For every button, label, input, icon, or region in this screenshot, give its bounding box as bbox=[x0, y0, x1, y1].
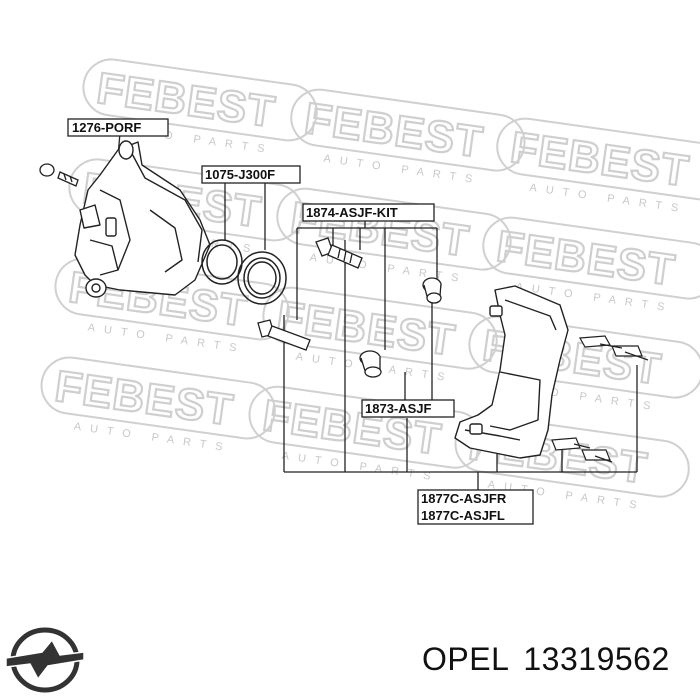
svg-text:1877C-ASJFL: 1877C-ASJFL bbox=[421, 508, 505, 523]
svg-text:1877C-ASJFR: 1877C-ASJFR bbox=[421, 491, 507, 506]
part-label-seal-kit: 1075-J300F bbox=[201, 165, 301, 184]
part-label-boot: 1873-ASJF bbox=[361, 399, 455, 418]
svg-text:1873-ASJF: 1873-ASJF bbox=[365, 401, 432, 416]
caliper-bracket-drawing bbox=[454, 285, 569, 459]
part-number: 13319562 bbox=[523, 641, 670, 677]
watermark: FEBEST AUTO PARTS bbox=[290, 88, 526, 187]
piston-seal-rings-drawing bbox=[201, 239, 287, 305]
watermark: FEBEST AUTO PARTS bbox=[496, 117, 700, 216]
bleeder-screw-drawing bbox=[39, 163, 79, 187]
watermark: FEBEST AUTO PARTS bbox=[82, 58, 318, 157]
anti-rattle-clips-drawing bbox=[551, 335, 649, 463]
brand-name: OPEL bbox=[422, 641, 510, 677]
watermark: FEBEST AUTO PARTS bbox=[40, 356, 276, 455]
svg-text:1874-ASJF-KIT: 1874-ASJF-KIT bbox=[306, 205, 398, 220]
guide-pin-lower-drawing bbox=[257, 319, 311, 351]
watermark: FEBEST AUTO PARTS bbox=[248, 385, 484, 484]
part-label-bracket: 1877C-ASJFR 1877C-ASJFL bbox=[417, 489, 534, 525]
guide-pin-upper-drawing bbox=[315, 237, 363, 269]
guide-pin-boot-upper-drawing bbox=[422, 277, 442, 304]
guide-pin-boot-lower-drawing bbox=[359, 350, 382, 378]
product-caption: OPEL 13319562 bbox=[422, 641, 684, 678]
opel-logo bbox=[5, 627, 85, 693]
watermark: FEBEST AUTO PARTS bbox=[276, 187, 512, 286]
svg-text:1276-PORF: 1276-PORF bbox=[72, 120, 141, 135]
part-label-caliper: 1276-PORF bbox=[67, 118, 169, 137]
part-label-guide-kit: 1874-ASJF-KIT bbox=[302, 203, 435, 222]
brake-caliper-drawing bbox=[74, 140, 211, 298]
svg-text:1075-J300F: 1075-J300F bbox=[205, 167, 275, 182]
